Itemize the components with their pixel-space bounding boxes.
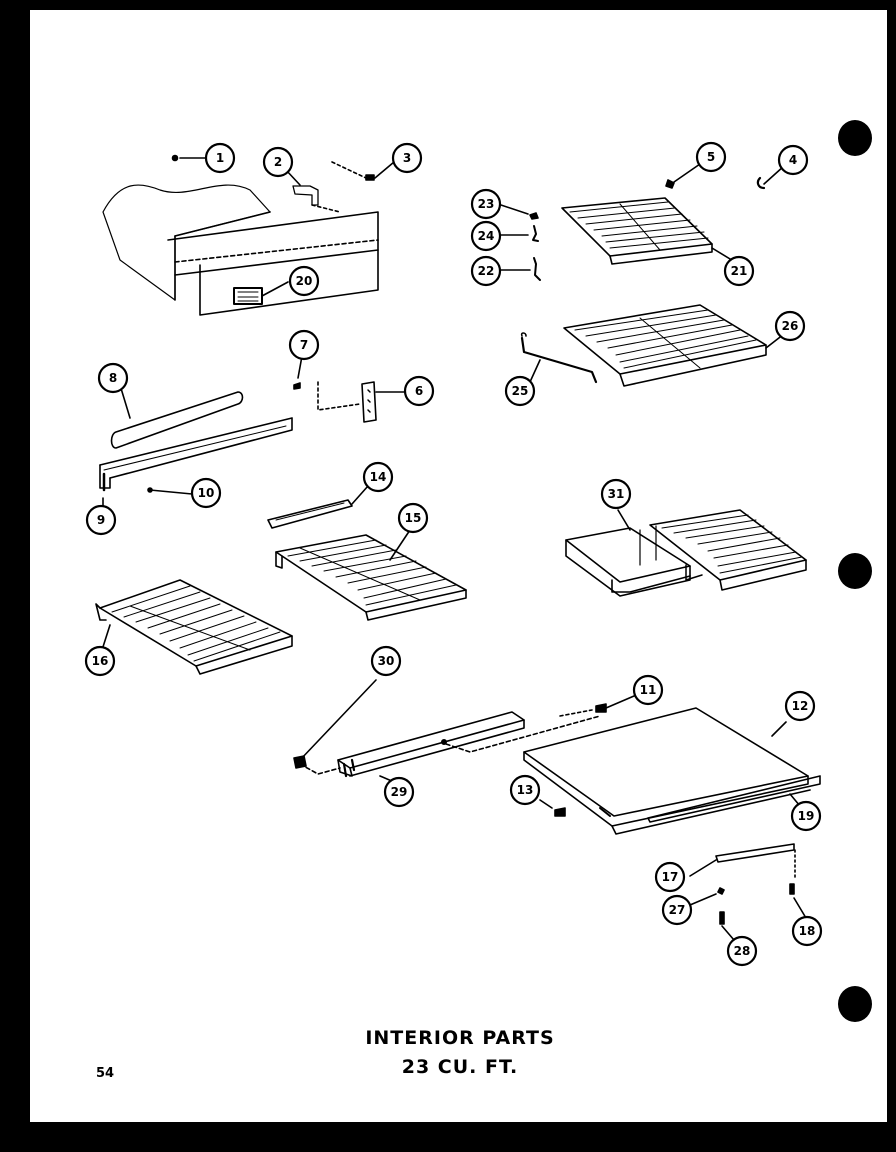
svg-text:31: 31	[608, 487, 625, 501]
svg-text:15: 15	[405, 511, 422, 525]
shelf-15-drawing	[267, 485, 467, 621]
svg-text:26: 26	[782, 319, 799, 333]
svg-text:8: 8	[109, 371, 117, 385]
svg-text:20: 20	[296, 274, 313, 288]
callout-23: 23	[470, 188, 502, 220]
svg-text:24: 24	[478, 229, 495, 243]
shelf-16-drawing	[95, 579, 293, 675]
svg-text:22: 22	[478, 264, 495, 278]
callout-1: 1	[204, 142, 236, 174]
shelf-26-drawing	[520, 304, 785, 387]
binder-hole-middle	[838, 553, 872, 589]
diagram-subtitle: 23 CU. FT.	[401, 1056, 519, 1078]
callout-20: 20	[288, 265, 320, 297]
diagram-title: INTERIOR PARTS	[365, 1027, 555, 1049]
svg-text:13: 13	[517, 783, 534, 797]
callout-25: 25	[504, 375, 536, 407]
page-number: 54	[96, 1066, 115, 1081]
binder-hole-top	[838, 120, 872, 156]
svg-text:4: 4	[789, 153, 797, 167]
shelf-21-drawing	[497, 163, 785, 281]
svg-text:18: 18	[799, 924, 816, 938]
callout-17: 17	[654, 861, 686, 893]
svg-text:19: 19	[798, 809, 815, 823]
callout-6: 6	[403, 375, 435, 407]
svg-text:28: 28	[734, 944, 751, 958]
callout-26: 26	[774, 310, 806, 342]
svg-text:3: 3	[403, 151, 411, 165]
svg-text:27: 27	[669, 903, 686, 917]
svg-text:1: 1	[216, 151, 224, 165]
cover-assembly-drawing	[102, 154, 395, 316]
callout-31: 31	[600, 478, 632, 510]
glass-shelf-12-drawing	[293, 679, 821, 835]
callout-22: 22	[470, 255, 502, 287]
svg-text:14: 14	[370, 470, 387, 484]
callout-14: 14	[362, 461, 394, 493]
shelf-31-drawing	[565, 509, 807, 597]
callout-19: 19	[790, 800, 822, 832]
svg-text:7: 7	[300, 338, 308, 352]
callout-11: 11	[632, 674, 664, 706]
callout-30: 30	[370, 645, 402, 677]
svg-text:9: 9	[97, 513, 105, 527]
svg-text:25: 25	[512, 384, 529, 398]
svg-text:17: 17	[662, 870, 679, 884]
svg-text:10: 10	[198, 486, 215, 500]
svg-text:29: 29	[391, 785, 408, 799]
callout-13: 13	[509, 774, 541, 806]
svg-text:11: 11	[640, 683, 657, 697]
callout-24: 24	[470, 220, 502, 252]
callout-27: 27	[661, 894, 693, 926]
shelf-rail-drawing	[99, 384, 293, 509]
callout-18: 18	[791, 915, 823, 947]
callout-4: 4	[777, 144, 809, 176]
binder-hole-bottom	[838, 986, 872, 1022]
svg-text:16: 16	[92, 654, 109, 668]
callout-3: 3	[391, 142, 423, 174]
svg-text:21: 21	[731, 264, 748, 278]
svg-text:12: 12	[792, 699, 809, 713]
callout-2: 2	[262, 146, 294, 178]
callout-28: 28	[726, 935, 758, 967]
callout-15: 15	[397, 502, 429, 534]
callout-29: 29	[383, 776, 415, 808]
bracket-6-drawing	[293, 355, 407, 423]
svg-text:23: 23	[478, 197, 495, 211]
svg-text:6: 6	[415, 384, 423, 398]
callout-9: 9	[85, 504, 117, 536]
callout-16: 16	[84, 645, 116, 677]
svg-text:5: 5	[707, 150, 715, 164]
callout-12: 12	[784, 690, 816, 722]
small-parts-drawing	[689, 843, 807, 941]
callout-7: 7	[288, 329, 320, 361]
callout-10: 10	[190, 477, 222, 509]
callout-5: 5	[695, 141, 727, 173]
callout-8: 8	[97, 362, 129, 394]
svg-text:30: 30	[378, 654, 395, 668]
callout-21: 21	[723, 255, 755, 287]
svg-text:2: 2	[274, 155, 282, 169]
